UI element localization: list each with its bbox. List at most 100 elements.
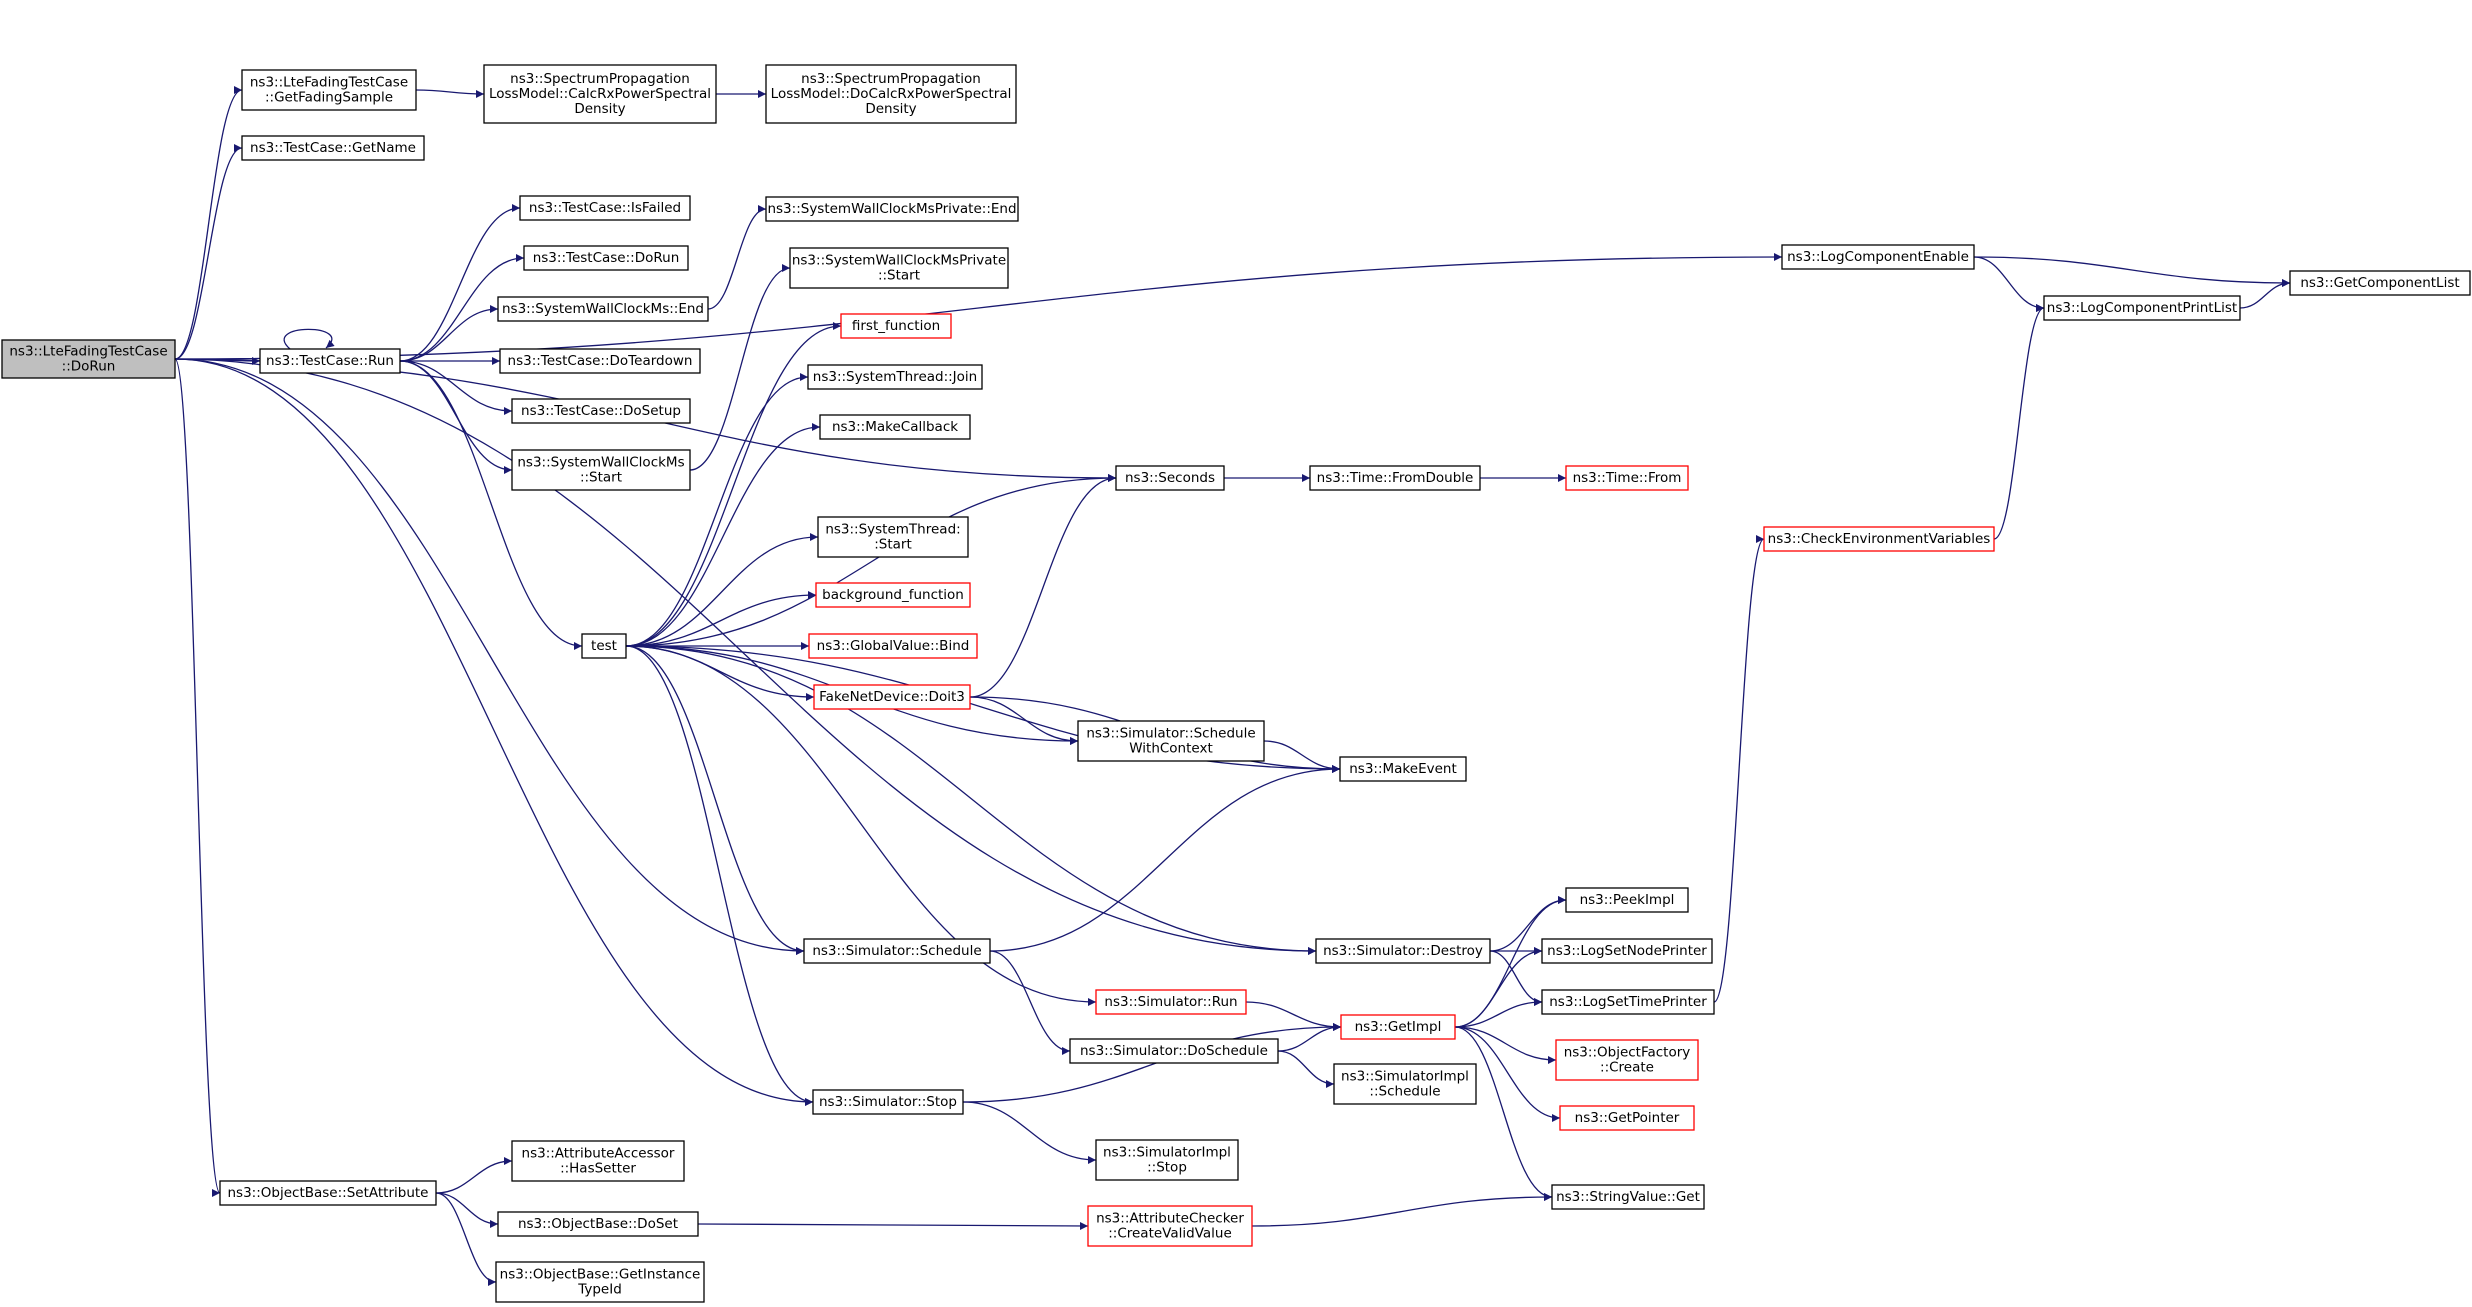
node-label: ns3::SystemThread::Join	[813, 369, 977, 385]
node-label: ns3::TestCase::GetName	[250, 140, 416, 156]
node-label: ns3::SimulatorImpl	[1341, 1069, 1469, 1085]
node-label: ns3::Seconds	[1125, 470, 1215, 486]
function-node-doCalcRx[interactable]: ns3::SpectrumPropagationLossModel::DoCal…	[765, 64, 1017, 124]
function-node-swcpEnd[interactable]: ns3::SystemWallClockMsPrivate::End	[765, 196, 1019, 222]
function-node-checkEnvVars[interactable]: ns3::CheckEnvironmentVariables	[1763, 526, 1995, 552]
function-node-makeCallback[interactable]: ns3::MakeCallback	[819, 414, 971, 440]
call-edge-swcStart-to-swcpStart	[689, 264, 791, 471]
node-box	[1541, 989, 1715, 1015]
function-node-aaHasSetter[interactable]: ns3::AttributeAccessor::HasSetter	[511, 1140, 685, 1182]
function-node-obSetAttribute[interactable]: ns3::ObjectBase::SetAttribute	[219, 1180, 437, 1206]
function-node-objectFactoryCreate[interactable]: ns3::ObjectFactory::Create	[1555, 1039, 1699, 1081]
function-node-swcStart[interactable]: ns3::SystemWallClockMs::Start	[511, 449, 691, 491]
call-edge-getFadingSample-to-calcRx	[415, 89, 485, 98]
call-edge-obSetAttribute-to-aaHasSetter	[435, 1157, 513, 1194]
node-label: ns3::AttributeAccessor	[522, 1146, 675, 1162]
call-edge-obSetAttribute-to-obDoSet	[435, 1192, 499, 1228]
call-edge-logComponentPrintList-to-getComponentList	[2239, 279, 2291, 309]
node-box	[1551, 1184, 1705, 1210]
call-edge-tcRun-to-isFailed	[399, 204, 521, 362]
call-edge-getImpl-to-objectFactoryCreate	[1454, 1026, 1557, 1064]
function-node-simImplSchedule[interactable]: ns3::SimulatorImpl::Schedule	[1333, 1063, 1477, 1105]
node-label: ns3::Simulator::Run	[1104, 994, 1237, 1010]
function-node-logSetNodePrinter[interactable]: ns3::LogSetNodePrinter	[1541, 938, 1713, 964]
function-node-tcDoRun[interactable]: ns3::TestCase::DoRun	[523, 245, 689, 271]
node-label: ns3::Simulator::Schedule	[812, 943, 981, 959]
call-edge-acCreateValid-to-stringValueGet	[1251, 1193, 1553, 1227]
call-edge-doSchedule-to-simImplSchedule	[1277, 1050, 1335, 1088]
function-node-calcRx[interactable]: ns3::SpectrumPropagationLossModel::CalcR…	[483, 64, 717, 124]
call-edge-test-to-simRun	[625, 645, 1097, 1006]
node-box	[840, 313, 952, 339]
function-node-simSchedule[interactable]: ns3::Simulator::Schedule	[803, 938, 991, 964]
call-edge-doit3-to-scheduleWithContext	[969, 696, 1079, 745]
node-label: ns3::Simulator::Schedule	[1086, 726, 1255, 742]
call-edge-test-to-stStart	[625, 533, 819, 647]
function-node-doSetup[interactable]: ns3::TestCase::DoSetup	[511, 398, 691, 424]
call-edge-simRun-to-getImpl	[1245, 1001, 1342, 1031]
call-edge-tcRun-to-tcDoRun	[399, 254, 525, 362]
call-edge-tcRun-to-doSetup	[399, 360, 513, 415]
node-box	[1339, 756, 1467, 782]
function-node-peekImpl[interactable]: ns3::PeekImpl	[1565, 887, 1689, 913]
function-node-stringValueGet[interactable]: ns3::StringValue::Get	[1551, 1184, 1705, 1210]
function-node-logComponentPrintList[interactable]: ns3::LogComponentPrintList	[2043, 295, 2241, 321]
function-node-makeEvent[interactable]: ns3::MakeEvent	[1339, 756, 1467, 782]
call-edge-getImpl-to-logSetTimePrinter	[1454, 998, 1543, 1028]
function-node-seconds[interactable]: ns3::Seconds	[1115, 465, 1225, 491]
call-edge-root-to-getFadingSample	[174, 86, 243, 360]
function-node-timeFrom[interactable]: ns3::Time::From	[1565, 465, 1689, 491]
call-edge-test-to-simSchedule	[625, 645, 805, 955]
node-box	[765, 196, 1019, 222]
node-box	[1095, 989, 1247, 1015]
function-node-firstFunction[interactable]: first_function	[840, 313, 952, 339]
function-node-doit3[interactable]: FakeNetDevice::Doit3	[813, 684, 971, 710]
function-node-acCreateValid[interactable]: ns3::AttributeChecker::CreateValidValue	[1087, 1205, 1253, 1247]
node-label: TypeId	[577, 1282, 622, 1298]
node-label: FakeNetDevice::Doit3	[819, 689, 965, 705]
function-node-swcpStart[interactable]: ns3::SystemWallClockMsPrivate::Start	[789, 247, 1009, 289]
node-label: ns3::TestCase::Run	[266, 353, 394, 369]
function-node-simStop[interactable]: ns3::Simulator::Stop	[812, 1089, 964, 1115]
function-node-isFailed[interactable]: ns3::TestCase::IsFailed	[519, 195, 691, 221]
function-node-stJoin[interactable]: ns3::SystemThread::Join	[807, 364, 983, 390]
function-node-gvBind[interactable]: ns3::GlobalValue::Bind	[808, 633, 978, 659]
node-label: ::HasSetter	[560, 1161, 636, 1177]
function-node-swcEnd[interactable]: ns3::SystemWallClockMs::End	[497, 296, 709, 322]
node-box	[1309, 465, 1481, 491]
function-node-root[interactable]: ns3::LteFadingTestCase::DoRun	[1, 339, 176, 379]
function-node-getName[interactable]: ns3::TestCase::GetName	[241, 135, 425, 161]
function-node-simImplStop[interactable]: ns3::SimulatorImpl::Stop	[1095, 1139, 1239, 1181]
function-node-stStart[interactable]: ns3::SystemThread::Start	[817, 516, 969, 558]
function-node-logComponentEnable[interactable]: ns3::LogComponentEnable	[1781, 244, 1975, 270]
call-edge-logComponentEnable-to-logComponentPrintList	[1973, 256, 2045, 312]
function-node-doTeardown[interactable]: ns3::TestCase::DoTeardown	[499, 348, 701, 374]
function-node-getComponentList[interactable]: ns3::GetComponentList	[2289, 270, 2471, 296]
node-label: ns3::SystemWallClockMs::End	[502, 301, 704, 317]
node-box	[1315, 938, 1491, 964]
node-box	[241, 69, 417, 111]
call-edge-test-to-simStop	[625, 645, 814, 1106]
node-label: ::DoRun	[62, 359, 116, 375]
call-edge-tcRun-to-swcEnd	[399, 305, 499, 362]
function-node-tcRun[interactable]: ns3::TestCase::Run	[259, 348, 401, 374]
function-node-fromDouble[interactable]: ns3::Time::FromDouble	[1309, 465, 1481, 491]
function-node-backgroundFunction[interactable]: background_function	[815, 582, 971, 608]
node-box	[1565, 465, 1689, 491]
function-node-doSchedule[interactable]: ns3::Simulator::DoSchedule	[1069, 1038, 1279, 1064]
function-node-test[interactable]: test	[581, 633, 627, 659]
function-node-logSetTimePrinter[interactable]: ns3::LogSetTimePrinter	[1541, 989, 1715, 1015]
function-node-getImpl[interactable]: ns3::GetImpl	[1340, 1014, 1456, 1040]
function-node-simDestroy[interactable]: ns3::Simulator::Destroy	[1315, 938, 1491, 964]
node-label: ns3::ObjectFactory	[1564, 1045, 1691, 1061]
call-edge-root-to-logComponentEnable	[174, 253, 1783, 360]
node-label: ::Stop	[1147, 1160, 1187, 1176]
function-node-obDoSet[interactable]: ns3::ObjectBase::DoSet	[497, 1211, 699, 1237]
function-node-getPointer[interactable]: ns3::GetPointer	[1559, 1105, 1695, 1131]
node-label: ns3::ObjectBase::DoSet	[518, 1216, 678, 1232]
node-label: ::GetFadingSample	[265, 90, 393, 106]
function-node-getFadingSample[interactable]: ns3::LteFadingTestCase::GetFadingSample	[241, 69, 417, 111]
function-node-simRun[interactable]: ns3::Simulator::Run	[1095, 989, 1247, 1015]
